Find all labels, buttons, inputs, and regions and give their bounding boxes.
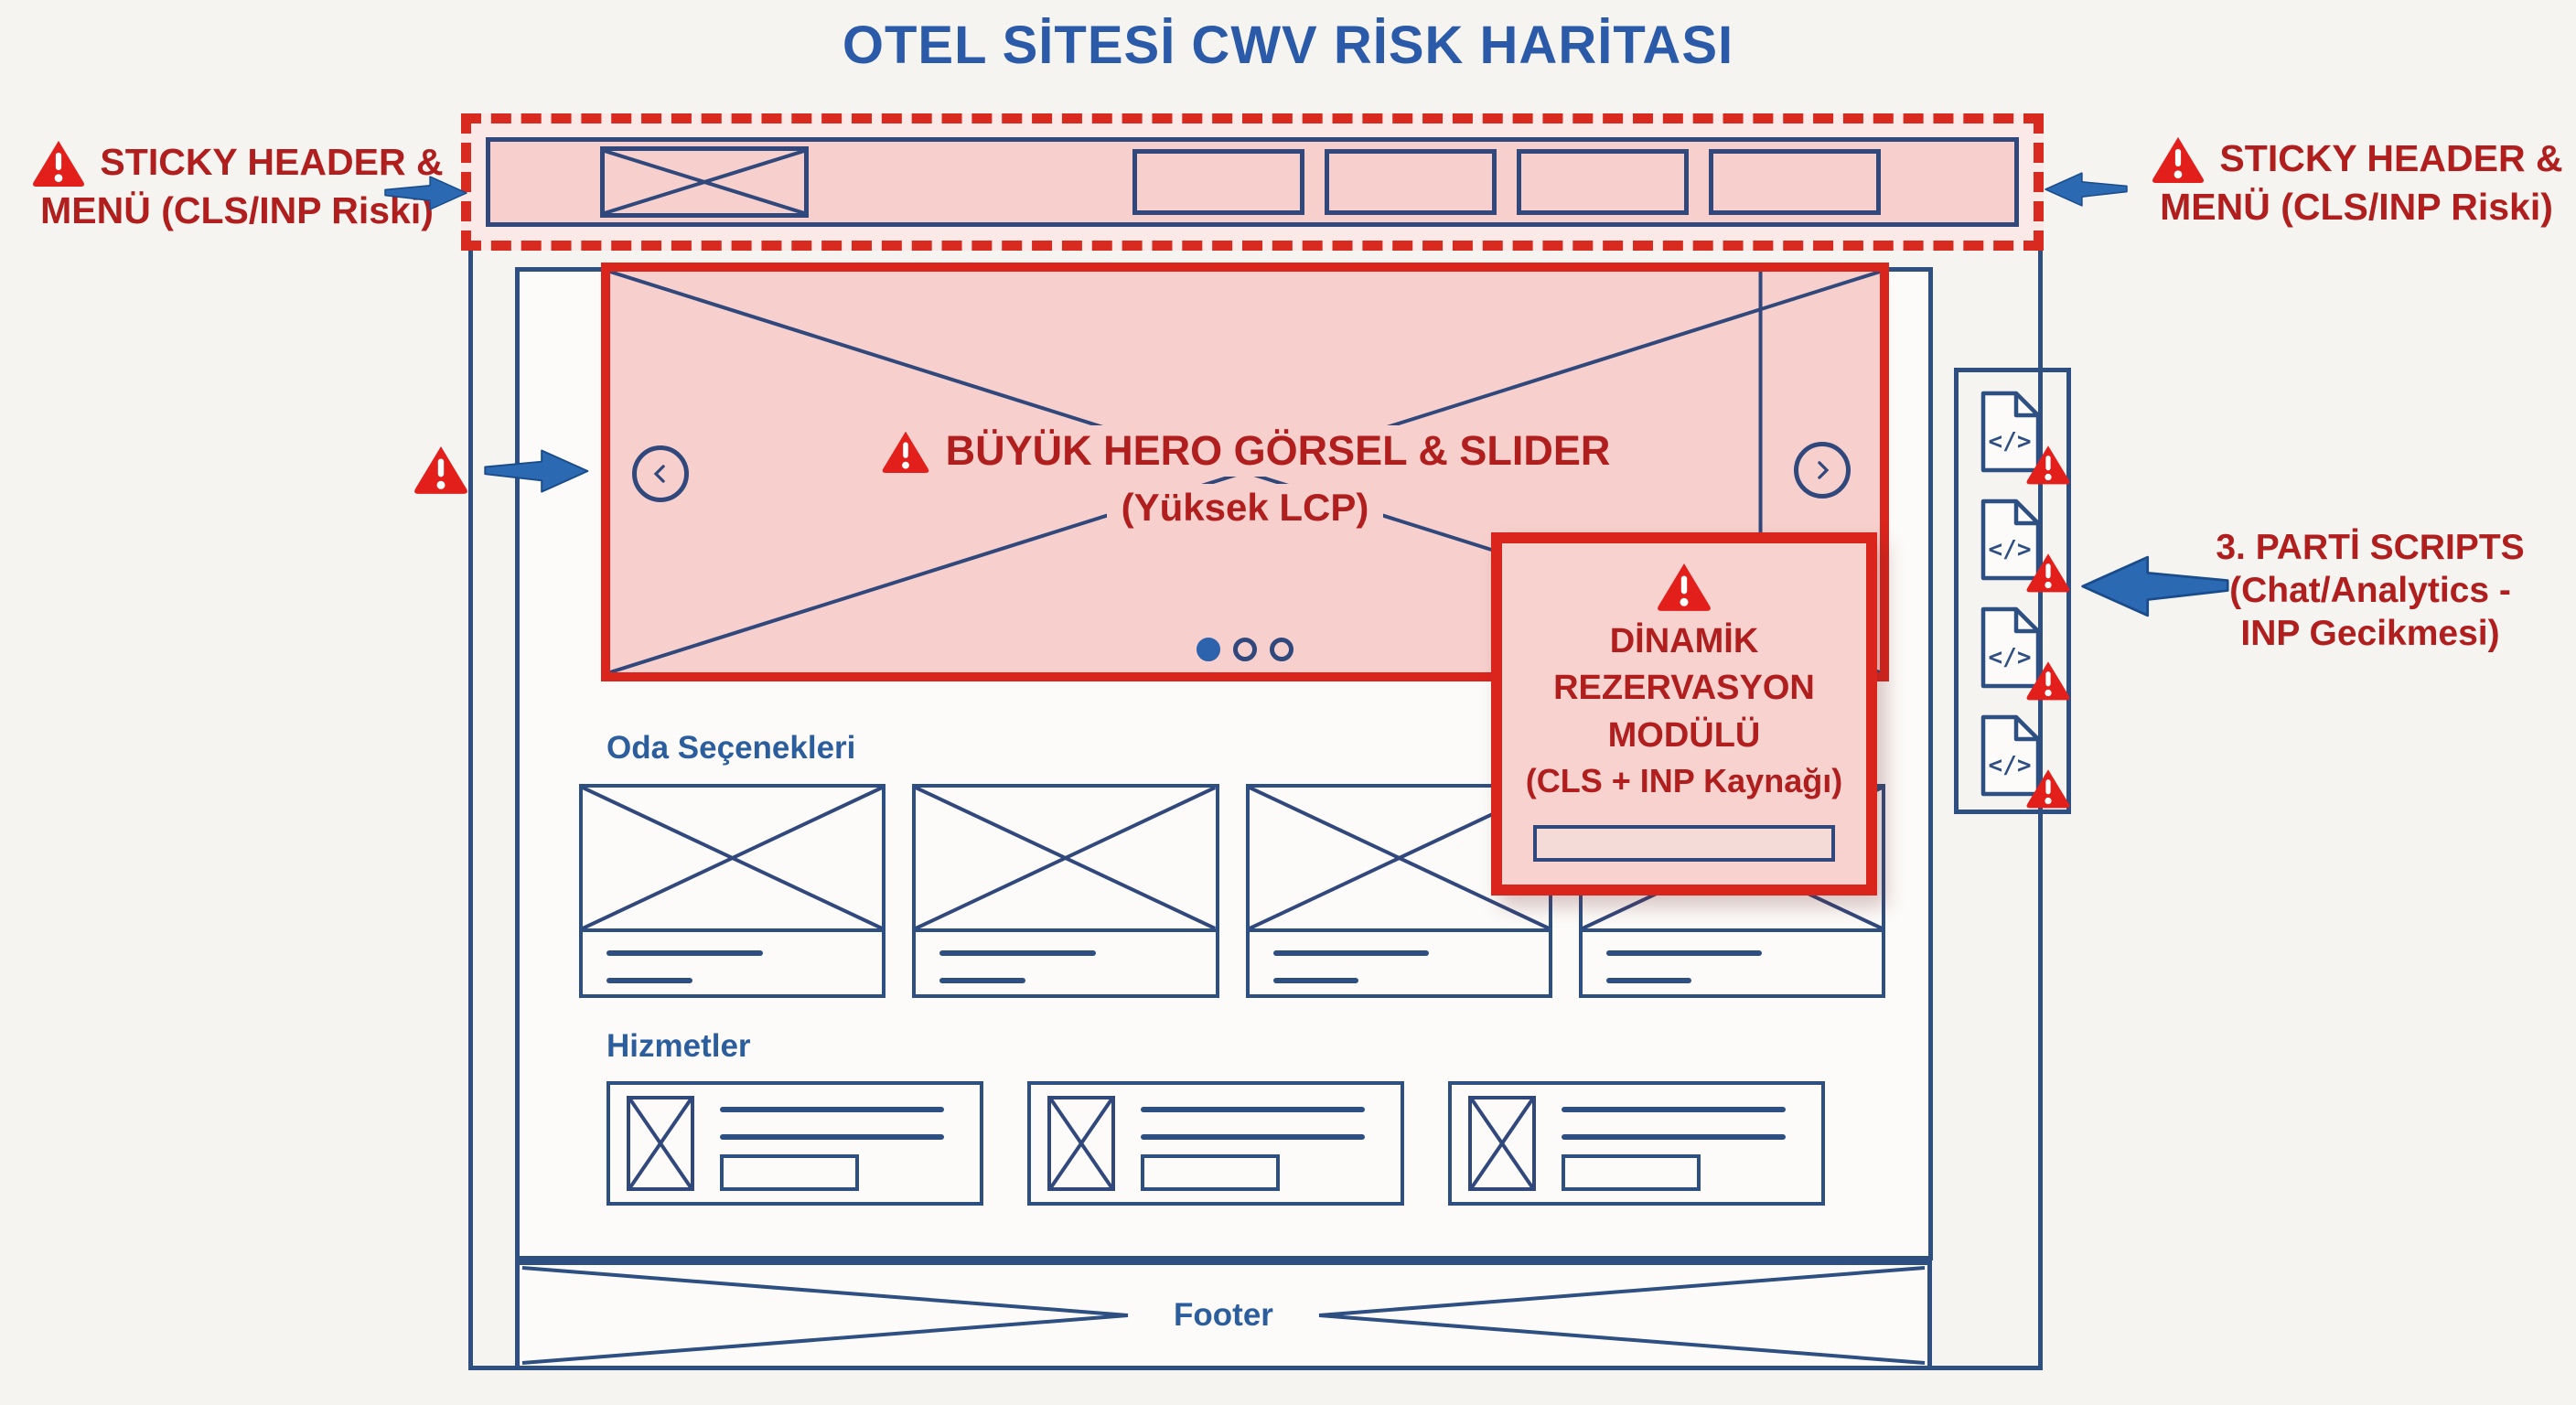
arrow-left-icon: [2045, 172, 2128, 207]
header-bar-wireframe: [486, 137, 2019, 227]
warning-icon: [882, 431, 928, 473]
annotation-sticky-header-left: STICKY HEADER & MENÜ (CLS/INP Riski): [5, 137, 468, 233]
annotation-text: MENÜ (CLS/INP Riski): [2160, 186, 2553, 228]
page-title: OTEL SİTESİ CWV RİSK HARİTASI: [842, 16, 1734, 75]
room-image-placeholder: [583, 788, 883, 932]
annotation-text: INP Gecikmesi): [2240, 613, 2500, 653]
svg-text:</>: </>: [1989, 428, 2032, 456]
warning-icon: [2026, 769, 2070, 809]
x-cross-icon: [1051, 1099, 1111, 1187]
service-button-placeholder: [1141, 1154, 1280, 1191]
x-cross-icon: [605, 151, 804, 213]
service-image-placeholder: [1468, 1096, 1536, 1191]
script-file: </>: [1971, 605, 2070, 701]
room-card: [579, 784, 886, 998]
arrow-right-icon: [484, 449, 589, 493]
warning-icon: [2026, 661, 2070, 701]
hero-title: BÜYÜK HERO GÖRSEL & SLIDER: [945, 427, 1611, 474]
slider-dots: [610, 638, 1880, 661]
svg-text:</>: </>: [1989, 752, 2032, 779]
annotation-text: MENÜ (CLS/INP Riski): [40, 189, 434, 231]
service-cards-row: [606, 1081, 1825, 1206]
hero-slider-risk-zone: BÜYÜK HERO GÖRSEL & SLIDER (Yüksek LCP): [601, 263, 1889, 681]
service-card: [606, 1081, 983, 1206]
code-file-icon: </>: [1980, 391, 2041, 473]
rooms-section-heading: Oda Seçenekleri: [606, 730, 856, 766]
menu-item-placeholder: [1709, 149, 1881, 215]
footer-wireframe: Footer: [515, 1260, 1932, 1370]
menu-item-placeholder: [1132, 149, 1304, 215]
reservation-label: DİNAMİK: [1609, 622, 1759, 660]
menu-item-placeholder: [1517, 149, 1689, 215]
service-image-placeholder: [627, 1096, 694, 1191]
service-image-placeholder: [1047, 1096, 1115, 1191]
slider-prev-button: [632, 445, 689, 502]
reservation-input-placeholder: [1533, 825, 1835, 863]
script-file: </>: [1971, 713, 2070, 809]
service-card: [1027, 1081, 1404, 1206]
reservation-label: (CLS + INP Kaynağı): [1525, 761, 1843, 799]
room-cards-row: [579, 784, 1885, 998]
menu-item-placeholder: [1325, 149, 1497, 215]
chevron-right-icon: [1818, 461, 1830, 479]
code-file-icon: </>: [1980, 499, 2041, 581]
reservation-label: MODÜLÜ: [1607, 715, 1761, 755]
warning-icon: [1658, 563, 1711, 611]
annotation-text: STICKY HEADER &: [2219, 137, 2563, 180]
warning-icon: [2152, 136, 2205, 184]
slider-dot-active: [1197, 638, 1220, 661]
footer-x-lines: [520, 1265, 1927, 1366]
warning-icon: [2026, 445, 2070, 485]
reservation-label: REZERVASYON: [1553, 669, 1815, 708]
svg-text:</>: </>: [1989, 536, 2032, 563]
code-file-icon: </>: [1980, 606, 2041, 689]
annotation-text: (Chat/Analytics -: [2229, 570, 2511, 610]
third-party-scripts-panel: </> </> </> </>: [1954, 368, 2071, 814]
script-file: </>: [1971, 497, 2070, 593]
warning-icon: [2026, 553, 2070, 593]
annotation-text: STICKY HEADER &: [100, 141, 444, 184]
service-button-placeholder: [1562, 1154, 1701, 1191]
svg-text:</>: </>: [1989, 644, 2032, 671]
annotation-sticky-header-right: STICKY HEADER & MENÜ (CLS/INP Riski): [2137, 134, 2576, 230]
room-image-placeholder: [1582, 788, 1882, 932]
nav-menu: [1132, 149, 1881, 215]
sticky-header-risk-zone: [461, 113, 2044, 251]
hero-risk-label: BÜYÜK HERO GÖRSEL & SLIDER (Yüksek LCP): [610, 425, 1880, 531]
service-card: [1448, 1081, 1825, 1206]
x-cross-icon: [583, 788, 882, 928]
code-file-icon: </>: [1980, 714, 2041, 797]
room-image-placeholder: [1249, 788, 1549, 932]
room-image-placeholder: [916, 788, 1216, 932]
slider-dot: [1270, 638, 1293, 661]
room-card: [912, 784, 1219, 998]
warning-icon: [33, 140, 85, 188]
annotation-text: 3. PARTİ SCRIPTS: [2216, 528, 2525, 567]
x-cross-icon: [630, 1099, 691, 1187]
footer-label: Footer: [1163, 1297, 1284, 1333]
x-cross-icon: [1472, 1099, 1532, 1187]
script-file: </>: [1971, 389, 2070, 485]
warning-icon: [414, 446, 467, 494]
service-button-placeholder: [720, 1154, 859, 1191]
slider-dot: [1233, 638, 1257, 661]
arrow-right-icon: [384, 176, 467, 210]
hero-subtitle: (Yüksek LCP): [1106, 484, 1384, 531]
chevron-left-icon: [653, 465, 665, 483]
x-cross-icon: [916, 788, 1215, 928]
services-section-heading: Hizmetler: [606, 1028, 751, 1064]
slider-next-button: [1794, 442, 1851, 499]
reservation-module-risk-zone: DİNAMİK REZERVASYON MODÜLÜ (CLS + INP Ka…: [1491, 532, 1877, 896]
logo-placeholder: [600, 146, 809, 218]
annotation-third-party-scripts: 3. PARTİ SCRIPTS (Chat/Analytics - INP G…: [2192, 527, 2549, 655]
